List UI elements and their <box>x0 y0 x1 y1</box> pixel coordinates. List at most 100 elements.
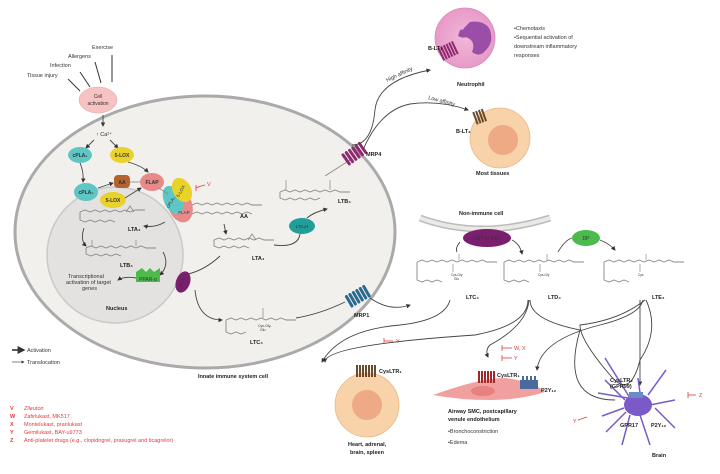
svg-text:venule endothelium: venule endothelium <box>448 417 500 423</box>
neutrophil-effects: •Chemotaxis •Sequential activation of do… <box>514 26 577 59</box>
blt1-label: B-LT₁ <box>428 46 443 52</box>
neutrophil-label: Neutrophil <box>457 82 485 88</box>
inhibition-v: V <box>195 182 211 191</box>
lta4-label: LTA₄ <box>252 256 265 262</box>
ltd4-chain <box>503 259 584 283</box>
lte4-chain <box>603 259 684 283</box>
drug-anti-platelet: Anti-platelet drugs (e.g., clopidogrel, … <box>24 438 173 444</box>
svg-text:Cys: Cys <box>638 273 644 277</box>
svg-text:Z: Z <box>699 393 703 399</box>
ltb4-label: LTB₄ <box>338 199 351 205</box>
lta4-nucleus-chain <box>79 209 145 223</box>
trigger-tissue-injury: Tissue injury <box>27 73 58 79</box>
svg-text:FLAP: FLAP <box>178 210 189 215</box>
trigger-allergens: Allergens <box>68 54 91 60</box>
ltc4-label: LTC₄ <box>466 295 479 301</box>
inhibition-wx-airway: W, X <box>501 345 526 352</box>
enzyme-5lox-a: 5-LOX <box>110 147 134 163</box>
enzyme-flap-a: FLAP <box>140 173 164 191</box>
svg-text:PPAR-α: PPAR-α <box>139 277 157 283</box>
svg-text:brain, spleen: brain, spleen <box>350 450 385 456</box>
svg-text:Glu: Glu <box>454 277 459 281</box>
cysltr1-airway-receptor <box>478 371 495 383</box>
svg-text:DP: DP <box>583 236 591 242</box>
calcium-label: ↑ Ca²⁺ <box>96 131 112 138</box>
enzyme-5lox-b: 5-LOX <box>100 192 126 208</box>
cell-activation-line-2: activation <box>87 101 108 107</box>
effect-edema: •Edema <box>448 440 468 446</box>
svg-text:MRP4: MRP4 <box>366 152 382 158</box>
cell-activation-badge: Cell activation <box>78 86 118 114</box>
lta4-nucleus-label: LTA₄ <box>128 227 141 233</box>
mrp1-transporter: MRP1 <box>344 284 371 319</box>
mrp4-transporter: MRP4 <box>341 141 382 166</box>
lta4h-enzyme: LTA₄H <box>289 218 315 234</box>
effect-bronchoconstriction: •Bronchoconstriction <box>448 429 498 435</box>
inhibition-y-airway: Y <box>501 355 518 362</box>
svg-text:5-LOX: 5-LOX <box>115 153 130 159</box>
svg-text:Y: Y <box>514 356 518 362</box>
inhibition-z-brain: Z <box>687 392 703 399</box>
ppar-alpha-receptor: PPAR-α <box>136 268 160 283</box>
svg-text:cPLA₂: cPLA₂ <box>72 153 87 159</box>
inhibition-y-brain: Y <box>573 416 588 425</box>
svg-text:LTC₄S: LTC₄S <box>177 277 186 290</box>
svg-text:P2Y₁₂: P2Y₁₂ <box>541 388 557 394</box>
transcription-line-3: genes <box>82 286 97 292</box>
svg-text:Brain: Brain <box>652 453 667 459</box>
svg-text:Heart, adrenal,: Heart, adrenal, <box>348 442 387 448</box>
svg-text:5-LOX: 5-LOX <box>106 198 121 204</box>
svg-text:P2Y₁₂: P2Y₁₂ <box>651 423 667 429</box>
enzyme-aa: AA <box>114 175 130 188</box>
svg-text:downstream inflammatory: downstream inflammatory <box>514 44 577 50</box>
legend-translocation: Translocation <box>27 360 60 366</box>
cell-activation-line-1: Cell <box>94 94 103 100</box>
svg-text:Y: Y <box>573 419 577 425</box>
svg-text:AA: AA <box>118 180 126 186</box>
neutrophil-cell: B-LT₁ Neutrophil <box>428 7 496 88</box>
svg-text:Cys-Gly-: Cys-Gly- <box>258 324 272 328</box>
ltc4-in-chain <box>225 317 296 335</box>
most-tissues-label: Most tissues <box>476 171 509 177</box>
svg-text:Y: Y <box>396 339 400 345</box>
svg-text:GPR17: GPR17 <box>620 423 638 429</box>
svg-text:V: V <box>10 406 14 412</box>
heart-adrenal-cell: CysLTR₁ Heart, adrenal, brain, spleen <box>334 365 402 456</box>
airway-smc-cell: CysLTR₁ P2Y₁₂ Airway SMC, postcapillary … <box>433 371 557 446</box>
svg-text:CysLTR₁: CysLTR₁ <box>379 369 402 375</box>
low-affinity-label: Low affinity <box>427 95 455 108</box>
ltb4-chain <box>279 189 350 201</box>
aa-label: AA <box>240 214 248 220</box>
svg-text:5-LOX: 5-LOX <box>175 184 186 198</box>
svg-text:V: V <box>207 182 211 188</box>
svg-text:MRP1: MRP1 <box>354 313 369 319</box>
p2y12-airway-receptor <box>520 376 538 389</box>
drug-zafirlukast: Zafirlukast, MK517 <box>24 414 70 420</box>
svg-text:CysLTR₂: CysLTR₂ <box>610 378 633 384</box>
svg-text:Cys-Gly: Cys-Gly <box>538 273 550 277</box>
drug-zileuton: Zileuton <box>23 406 44 412</box>
enzyme-cpla2-b: cPLA₂ <box>74 183 98 201</box>
svg-text:Cys-Gly: Cys-Gly <box>451 273 463 277</box>
svg-text:Glu: Glu <box>260 328 266 332</box>
svg-text:LTA₄H: LTA₄H <box>296 224 309 229</box>
ggt-enzyme: GGT or GGL <box>463 229 511 247</box>
lta4-chain <box>213 237 274 249</box>
svg-text:X: X <box>10 422 14 428</box>
svg-text:Z: Z <box>10 438 14 444</box>
transcription-line-1: Transcriptional <box>68 274 104 280</box>
ltb4-nucleus-label: LTB₄ <box>120 263 133 269</box>
ltb4-nucleus-chain <box>85 245 156 257</box>
dp-enzyme: DP <box>572 230 600 246</box>
transcription-line-2: activation of target <box>66 280 111 286</box>
svg-text:(GPR99): (GPR99) <box>610 384 632 390</box>
svg-text:responses: responses <box>514 53 540 59</box>
svg-text:cPLA₂: cPLA₂ <box>165 195 176 209</box>
ltc4s-transporter: LTC₄S <box>175 271 191 293</box>
innate-cell-label: Innate immune system cell <box>198 374 268 380</box>
aa-chain <box>191 202 262 206</box>
trigger-infection: Infection <box>50 63 71 69</box>
ltc4-in-label: LTC₄ <box>250 340 263 346</box>
svg-text:FLAP: FLAP <box>145 180 159 186</box>
legend-activation: Activation <box>27 348 51 354</box>
